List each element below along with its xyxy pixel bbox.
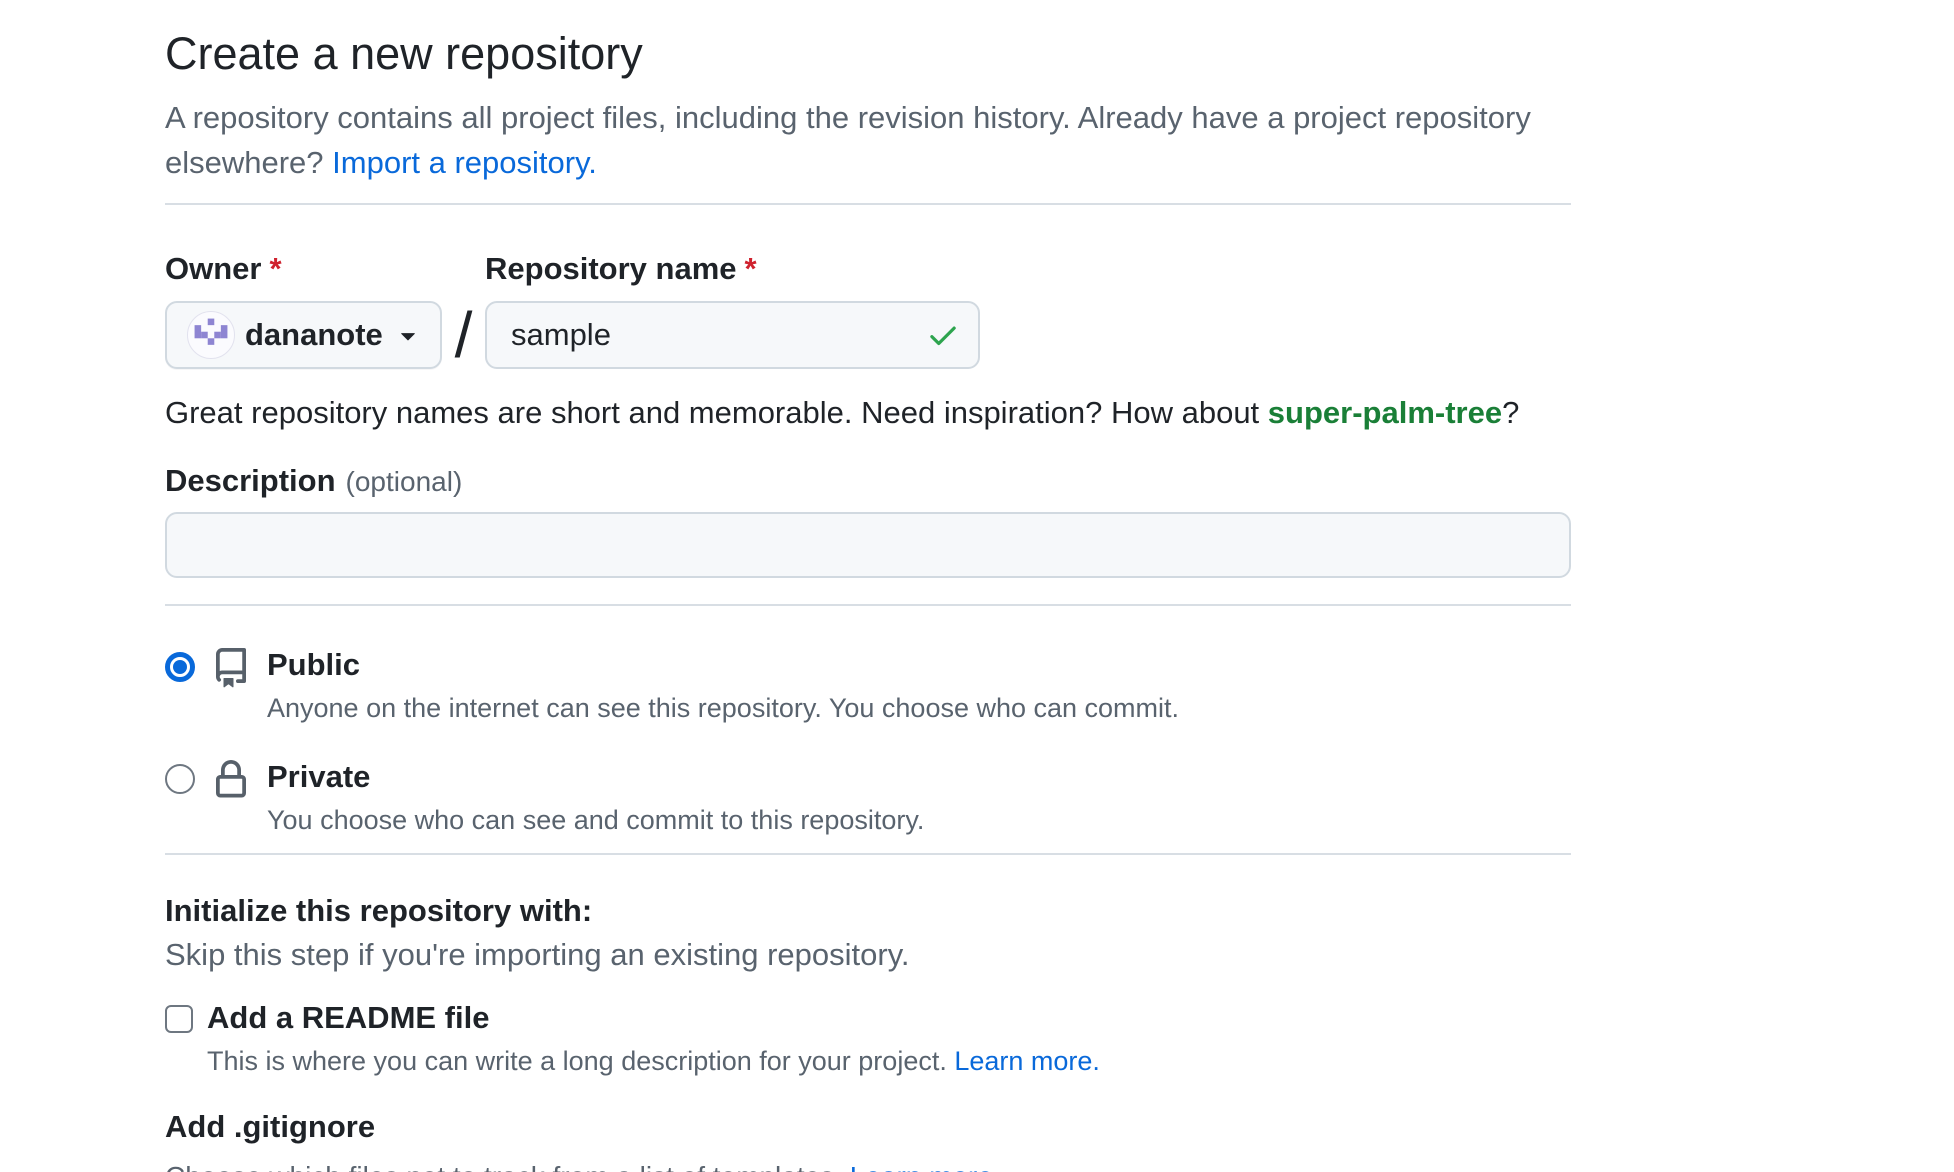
private-description: You choose who can see and commit to thi… [267, 805, 925, 835]
subtitle-line-2-text: elsewhere? [165, 145, 333, 180]
subtitle-line-2: elsewhere? Import a repository. [165, 140, 597, 185]
owner-repo-controls-row: dananote / [165, 301, 1571, 369]
public-description: Anyone on the internet can see this repo… [267, 693, 1180, 723]
repo-name-input-wrap [485, 301, 980, 369]
initialize-subheading: Skip this step if you're importing an ex… [165, 937, 910, 972]
readme-option-row: Add a README file [165, 999, 1571, 1037]
owner-repo-separator: / [454, 299, 473, 371]
public-radio[interactable] [165, 652, 195, 682]
page-subtitle: A repository contains all project files,… [165, 95, 1571, 185]
check-icon [926, 318, 960, 357]
owner-name: dananote [245, 317, 383, 352]
repo-name-label: Repository name* [485, 251, 757, 286]
owner-required-asterisk: * [269, 251, 282, 286]
private-radio[interactable] [165, 764, 195, 794]
private-label: Private [267, 759, 371, 794]
lock-icon [211, 760, 251, 800]
owner-repo-labels-row: Owner* Repository name* [165, 249, 1571, 289]
visibility-option-private: Private You choose who can see and commi… [165, 758, 1571, 838]
create-repository-form: Create a new repository A repository con… [165, 25, 1571, 1172]
readme-label: Add a README file [207, 1000, 490, 1035]
gitignore-heading: Add .gitignore [165, 1109, 376, 1144]
owner-select-button[interactable]: dananote [165, 301, 442, 369]
owner-avatar [187, 311, 235, 359]
header-divider [165, 203, 1571, 205]
description-label: Description(optional) [165, 463, 463, 498]
repo-required-asterisk: * [744, 251, 757, 286]
description-input[interactable] [165, 512, 1571, 578]
suggested-repo-name[interactable]: super-palm-tree [1267, 395, 1503, 430]
repo-icon [211, 648, 251, 688]
repo-name-suggestion: Great repository names are short and mem… [165, 395, 1520, 430]
gitignore-learn-more-link[interactable]: Learn more. [850, 1161, 1001, 1172]
visibility-divider [165, 604, 1571, 606]
repo-name-input[interactable] [485, 301, 980, 369]
readme-description: This is where you can write a long descr… [207, 1046, 1100, 1076]
gitignore-description: Choose which files not to track from a l… [165, 1159, 1571, 1172]
initialize-heading: Initialize this repository with: [165, 893, 593, 928]
identicon-avatar [194, 318, 228, 345]
public-label: Public [267, 647, 361, 682]
description-optional-hint: (optional) [345, 466, 463, 497]
subtitle-line-1: A repository contains all project files,… [165, 100, 1531, 135]
readme-checkbox[interactable] [165, 1005, 193, 1033]
visibility-option-public: Public Anyone on the internet can see th… [165, 646, 1571, 726]
initialize-divider [165, 853, 1571, 855]
triangle-down-icon [393, 320, 423, 350]
readme-learn-more-link[interactable]: Learn more. [954, 1046, 1100, 1076]
owner-label: Owner* [165, 251, 282, 286]
page-title: Create a new repository [165, 28, 643, 79]
import-repository-link[interactable]: Import a repository. [332, 145, 597, 180]
